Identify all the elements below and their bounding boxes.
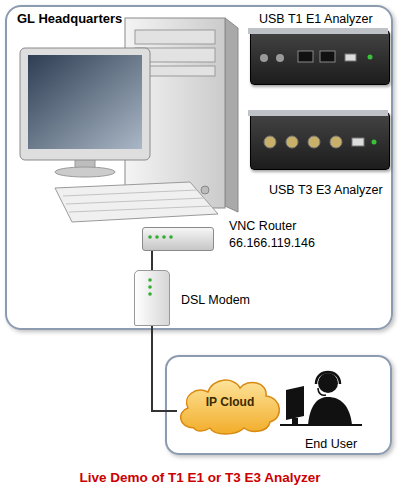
headquarters-box: GL HeadquartersUSB T1 E1 AnalyzerUSB T3 … [5, 5, 393, 330]
node-label: USB T3 E3 Analyzer [269, 183, 383, 198]
keyboard-body [55, 182, 218, 222]
key-row [63, 190, 197, 196]
end-user-box: End User IP Cloud [165, 355, 392, 455]
keyboard [55, 182, 218, 222]
computer-tower [125, 18, 238, 212]
drive-bay [135, 66, 215, 76]
drive-bay [135, 48, 215, 62]
bnc-connector [330, 136, 342, 148]
node-label: DSL Modem [181, 293, 250, 308]
router-box: VNC Router66.166.119.146 [142, 227, 214, 251]
monitor-screen [28, 55, 142, 149]
network-cable [151, 251, 153, 270]
led [276, 54, 284, 62]
t1-e1-device-ports [248, 28, 388, 62]
led [148, 235, 152, 239]
rj-port [298, 51, 313, 62]
led [148, 278, 152, 282]
status-led [368, 55, 373, 60]
led [162, 235, 166, 239]
bnc-connector [286, 136, 298, 148]
modem-box: DSL Modem [134, 270, 170, 326]
key-row [69, 206, 212, 212]
headset [316, 372, 340, 384]
key-row [66, 198, 205, 204]
network-cable [152, 326, 177, 411]
node-label: GL Headquarters [17, 11, 122, 27]
monitor-neck [75, 158, 95, 170]
node-label: VNC Router [229, 219, 296, 234]
usb-port [345, 54, 356, 61]
rj-port [320, 51, 335, 62]
device-top-edge [248, 28, 388, 34]
led [148, 292, 152, 296]
led [148, 285, 152, 289]
monitor-bezel [20, 48, 150, 160]
modem-lights [148, 278, 152, 296]
ip-cloud: IP Cloud [174, 370, 286, 436]
monitor-base [55, 167, 115, 177]
user-head [318, 373, 338, 393]
led [260, 54, 268, 62]
bnc-connector [308, 136, 320, 148]
bnc-connector [264, 136, 276, 148]
status-led [372, 140, 377, 145]
caption: Live Demo of T1 E1 or T3 E3 Analyzer [0, 470, 400, 485]
drive-bay [135, 30, 215, 44]
desk [280, 424, 362, 426]
router-lights [148, 235, 173, 239]
analyzer-device: USB T1 E1 Analyzer [250, 30, 390, 85]
tower-side [225, 18, 238, 212]
microphone [318, 388, 326, 395]
user-body [308, 397, 352, 425]
user-monitor-stand [292, 418, 298, 425]
power-button [201, 186, 209, 194]
node-label: End User [305, 437, 357, 452]
tower-front [125, 18, 225, 208]
node-label: USB T1 E1 Analyzer [259, 12, 373, 27]
node-label: IP Cloud [174, 395, 286, 409]
analyzer-device: USB T3 E3 Analyzer [250, 112, 390, 170]
end-user-figure [280, 372, 362, 425]
node-label: 66.166.119.146 [229, 236, 315, 251]
user-monitor [286, 386, 304, 420]
device-top-edge [248, 110, 388, 116]
usb-port [352, 138, 364, 146]
led [169, 235, 173, 239]
computer-monitor [20, 48, 150, 177]
led [155, 235, 159, 239]
t3-e3-device-ports [248, 110, 388, 148]
